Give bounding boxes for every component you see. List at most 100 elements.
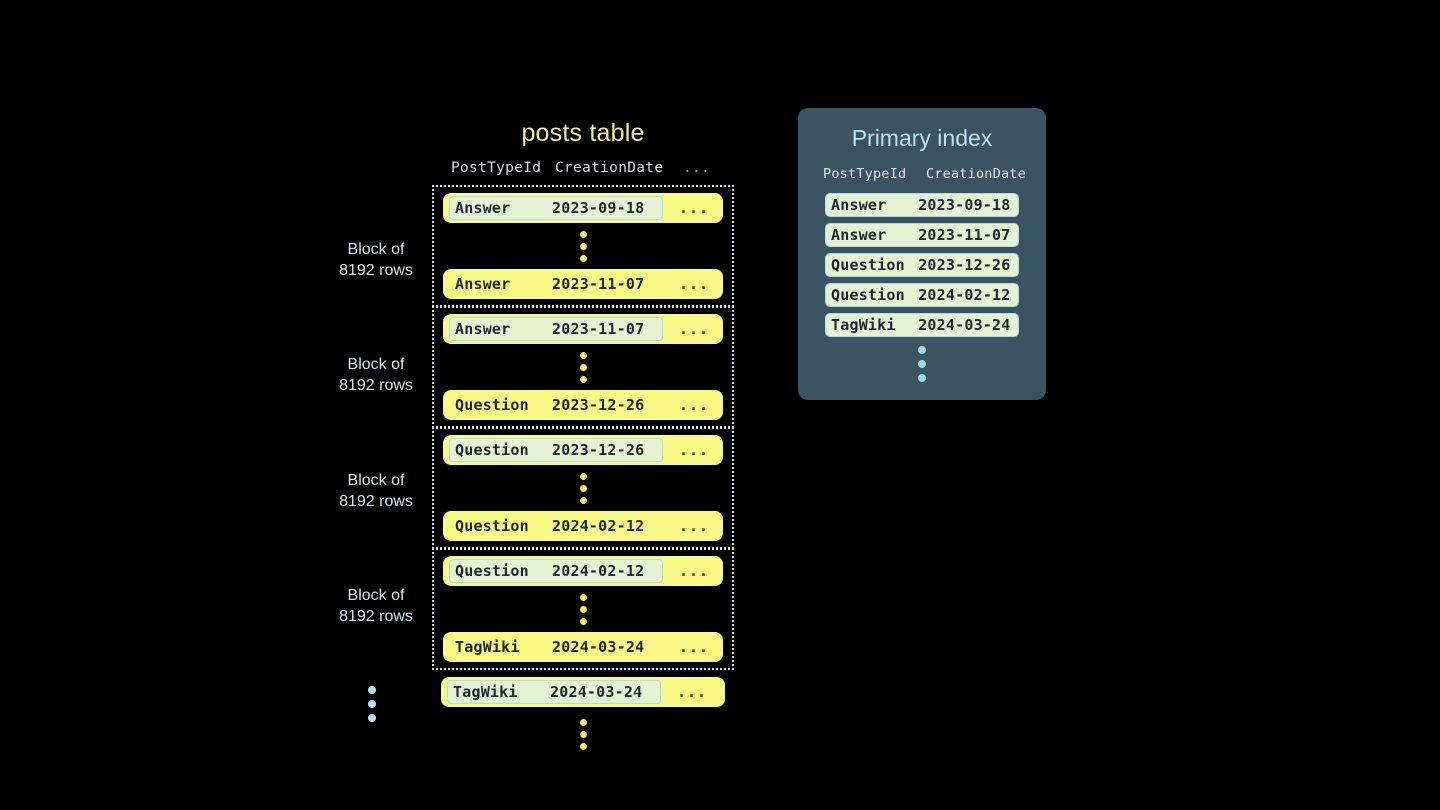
block-label-line1: Block of [347,241,405,258]
index-posttypeid: Question [831,256,905,274]
row-posttypeid: Question [455,441,529,459]
table-row[interactable]: Question 2024-02-12 ... [443,511,723,541]
ellipsis-dot [918,346,926,354]
row-more: ... [679,275,710,293]
primary-index-title: Primary index [851,125,993,151]
row-ellipsis-vertical [434,465,732,511]
posts-table-title: posts table [521,119,645,147]
row-posttypeid: Answer [455,320,511,338]
block-label-2: Block of 8192 rows [301,354,451,396]
table-block: Question 2023-12-26 ... Question 2024-02… [432,427,734,549]
index-creationdate: 2024-03-24 [918,316,1011,334]
row-more: ... [679,638,710,656]
column-header-creationdate: CreationDate [555,160,664,176]
row-creationdate: 2024-03-24 [550,683,643,701]
ellipsis-dot [579,497,587,504]
row-content: Question 2023-12-26 [449,393,663,417]
row-creationdate: 2023-12-26 [552,441,645,459]
row-more: ... [679,396,710,414]
row-creationdate: 2023-09-18 [552,199,645,217]
ellipsis-dot [918,360,926,368]
column-header-posttypeid: PostTypeId [451,160,542,176]
row-more: ... [679,562,710,580]
table-block: Answer 2023-09-18 ... Answer 2023-11-07 … [432,185,734,307]
column-header-creationdate: CreationDate [926,166,1026,182]
index-creationdate: 2023-12-26 [918,256,1011,274]
block-label-line2: 8192 rows [339,493,413,510]
block-label-line1: Block of [347,356,405,373]
primary-index-row[interactable]: Question 2023-12-26 [825,253,1019,277]
primary-index-row[interactable]: Answer 2023-11-07 [825,223,1019,247]
table-block: Question 2024-02-12 ... TagWiki 2024-03-… [432,548,734,670]
index-posttypeid: Answer [831,196,887,214]
ellipsis-dot [579,606,587,613]
table-row[interactable]: TagWiki 2024-03-24 ... [441,677,725,707]
table-row[interactable]: Answer 2023-11-07 ... [443,269,723,299]
table-row[interactable]: Answer 2023-11-07 ... [443,314,723,344]
ellipsis-dot [579,618,587,625]
row-content: TagWiki 2024-03-24 [449,635,663,659]
row-more: ... [679,320,710,338]
ellipsis-dot [368,700,376,708]
index-posttypeid: Answer [831,226,887,244]
column-header-posttypeid: PostTypeId [823,166,907,182]
row-posttypeid: Question [455,396,529,414]
posts-table-section: posts table PostTypeId CreationDate ... … [432,118,734,757]
block-label-4: Block of 8192 rows [301,585,451,627]
table-row[interactable]: Question 2023-12-26 ... [443,435,723,465]
table-row[interactable]: Answer 2023-09-18 ... [443,193,723,223]
posts-table-column-headers: PostTypeId CreationDate ... [432,160,734,176]
row-posttypeid: Answer [455,199,511,217]
row-indexed-highlight: TagWiki 2024-03-24 [447,680,661,704]
row-indexed-highlight: Answer 2023-11-07 [449,317,663,341]
index-creationdate: 2023-09-18 [918,196,1011,214]
index-posttypeid: Question [831,286,905,304]
block-label-3: Block of 8192 rows [301,470,451,512]
ellipsis-dot [579,594,587,601]
ellipsis-dot [579,743,587,750]
row-more: ... [679,517,710,535]
block-label-line1: Block of [347,472,405,489]
ellipsis-dot [579,485,587,492]
row-creationdate: 2023-12-26 [552,396,645,414]
row-creationdate: 2024-02-12 [552,562,645,580]
row-ellipsis-vertical [434,223,732,269]
ellipsis-dot [368,714,376,722]
table-row[interactable]: Question 2023-12-26 ... [443,390,723,420]
row-posttypeid: Question [455,562,529,580]
block-label-line2: 8192 rows [339,608,413,625]
index-posttypeid: TagWiki [831,316,896,334]
row-creationdate: 2024-02-12 [552,517,645,535]
table-bottom-ellipsis [432,711,734,757]
row-indexed-highlight: Answer 2023-09-18 [449,196,663,220]
block-label-line2: 8192 rows [339,377,413,394]
block-label-line1: Block of [347,587,405,604]
row-ellipsis-vertical [434,344,732,390]
primary-index-column-headers: PostTypeId CreationDate [798,166,1046,182]
primary-index-row[interactable]: Question 2024-02-12 [825,283,1019,307]
row-content: Answer 2023-11-07 [449,272,663,296]
row-posttypeid: Question [455,517,529,535]
row-indexed-highlight: Question 2024-02-12 [449,559,663,583]
primary-index-row[interactable]: TagWiki 2024-03-24 [825,313,1019,337]
blocks-continuation-ellipsis [368,686,376,722]
column-header-more: ... [683,160,711,176]
ellipsis-dot [918,374,926,382]
primary-index-ellipsis [798,346,1046,382]
table-row[interactable]: TagWiki 2024-03-24 ... [443,632,723,662]
primary-index-panel: Primary index PostTypeId CreationDate An… [798,108,1046,400]
row-posttypeid: TagWiki [455,638,520,656]
ellipsis-dot [579,231,587,238]
index-creationdate: 2024-02-12 [918,286,1011,304]
row-creationdate: 2023-11-07 [552,275,645,293]
table-row[interactable]: Question 2024-02-12 ... [443,556,723,586]
ellipsis-dot [579,364,587,371]
row-posttypeid: TagWiki [453,683,518,701]
ellipsis-dot [368,686,376,694]
row-creationdate: 2023-11-07 [552,320,645,338]
row-posttypeid: Answer [455,275,511,293]
ellipsis-dot [579,731,587,738]
table-block: Answer 2023-11-07 ... Question 2023-12-2… [432,306,734,428]
ellipsis-dot [579,719,587,726]
primary-index-row[interactable]: Answer 2023-09-18 [825,193,1019,217]
